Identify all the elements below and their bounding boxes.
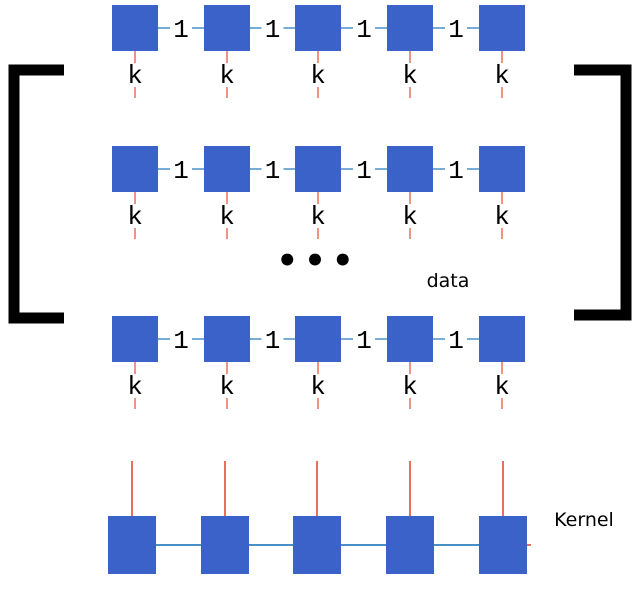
physical-dimension-label: k bbox=[310, 372, 326, 402]
bond-dimension-label: 1 bbox=[448, 15, 464, 45]
tensor-node bbox=[479, 316, 525, 362]
bond-dimension-label: 1 bbox=[265, 15, 281, 45]
tensor-node bbox=[295, 146, 341, 192]
data-label: data bbox=[427, 270, 470, 292]
bond-dimension-label: 1 bbox=[173, 15, 189, 45]
bond-dimension-label: 1 bbox=[356, 326, 372, 356]
tensor-node bbox=[112, 146, 158, 192]
bond-label-bg bbox=[353, 156, 375, 182]
kernel-label: Kernel bbox=[554, 509, 614, 531]
ellipsis: ••• bbox=[276, 241, 359, 281]
physical-label-bg bbox=[217, 63, 237, 87]
bond-label-bg bbox=[170, 326, 192, 352]
physical-dimension-label: k bbox=[402, 372, 418, 402]
tensor-node bbox=[479, 146, 525, 192]
tensor-node bbox=[204, 5, 250, 51]
bond-dimension-label: 1 bbox=[448, 156, 464, 186]
physical-label-bg bbox=[400, 204, 420, 228]
tensor-node bbox=[204, 316, 250, 362]
physical-label-bg bbox=[125, 204, 145, 228]
physical-label-bg bbox=[217, 374, 237, 398]
bond-dimension-label: 1 bbox=[265, 326, 281, 356]
tensor-node bbox=[204, 146, 250, 192]
kernel-node bbox=[293, 516, 341, 574]
physical-label-bg bbox=[400, 374, 420, 398]
physical-dimension-label: k bbox=[494, 202, 510, 232]
physical-label-bg bbox=[492, 204, 512, 228]
bond-label-bg bbox=[261, 156, 284, 182]
tensor-node bbox=[112, 316, 158, 362]
physical-label-bg bbox=[492, 374, 512, 398]
physical-dimension-label: k bbox=[219, 372, 235, 402]
bond-dimension-label: 1 bbox=[265, 156, 281, 186]
bond-label-bg bbox=[261, 15, 284, 41]
physical-dimension-label: k bbox=[402, 61, 418, 91]
physical-dimension-label: k bbox=[494, 61, 510, 91]
bond-label-bg bbox=[445, 326, 467, 352]
physical-dimension-label: k bbox=[219, 61, 235, 91]
physical-dimension-label: k bbox=[494, 372, 510, 402]
kernel-row bbox=[108, 461, 531, 574]
bond-dimension-label: 1 bbox=[173, 326, 189, 356]
kernel-node bbox=[479, 516, 527, 574]
physical-dimension-label: k bbox=[127, 372, 143, 402]
physical-dimension-label: k bbox=[310, 202, 326, 232]
kernel-node bbox=[201, 516, 249, 574]
bond-label-bg bbox=[170, 15, 192, 41]
physical-dimension-label: k bbox=[127, 61, 143, 91]
bond-dimension-label: 1 bbox=[173, 156, 189, 186]
tensor-node bbox=[112, 5, 158, 51]
physical-label-bg bbox=[125, 63, 145, 87]
physical-dimension-label: k bbox=[127, 202, 143, 232]
tensor-node bbox=[479, 5, 525, 51]
physical-label-bg bbox=[217, 204, 237, 228]
physical-dimension-label: k bbox=[402, 202, 418, 232]
bond-dimension-label: 1 bbox=[356, 15, 372, 45]
physical-label-bg bbox=[492, 63, 512, 87]
physical-label-bg bbox=[400, 63, 420, 87]
tensor-node bbox=[295, 5, 341, 51]
physical-label-bg bbox=[308, 204, 328, 228]
physical-label-bg bbox=[308, 63, 328, 87]
bond-label-bg bbox=[353, 326, 375, 352]
bond-label-bg bbox=[445, 15, 467, 41]
physical-dimension-label: k bbox=[310, 61, 326, 91]
right-bracket bbox=[574, 64, 632, 321]
tensor-node bbox=[295, 316, 341, 362]
bond-label-bg bbox=[445, 156, 467, 182]
bond-label-bg bbox=[261, 326, 284, 352]
physical-dimension-label: k bbox=[219, 202, 235, 232]
kernel-node bbox=[386, 516, 434, 574]
tensor-node bbox=[387, 5, 433, 51]
physical-label-bg bbox=[308, 374, 328, 398]
bond-dimension-label: 1 bbox=[356, 156, 372, 186]
bond-dimension-label: 1 bbox=[448, 326, 464, 356]
tensor-node bbox=[387, 316, 433, 362]
kernel-node bbox=[108, 516, 156, 574]
bond-label-bg bbox=[353, 15, 375, 41]
bond-label-bg bbox=[170, 156, 192, 182]
left-bracket bbox=[8, 64, 64, 324]
tensor-node bbox=[387, 146, 433, 192]
physical-label-bg bbox=[125, 374, 145, 398]
